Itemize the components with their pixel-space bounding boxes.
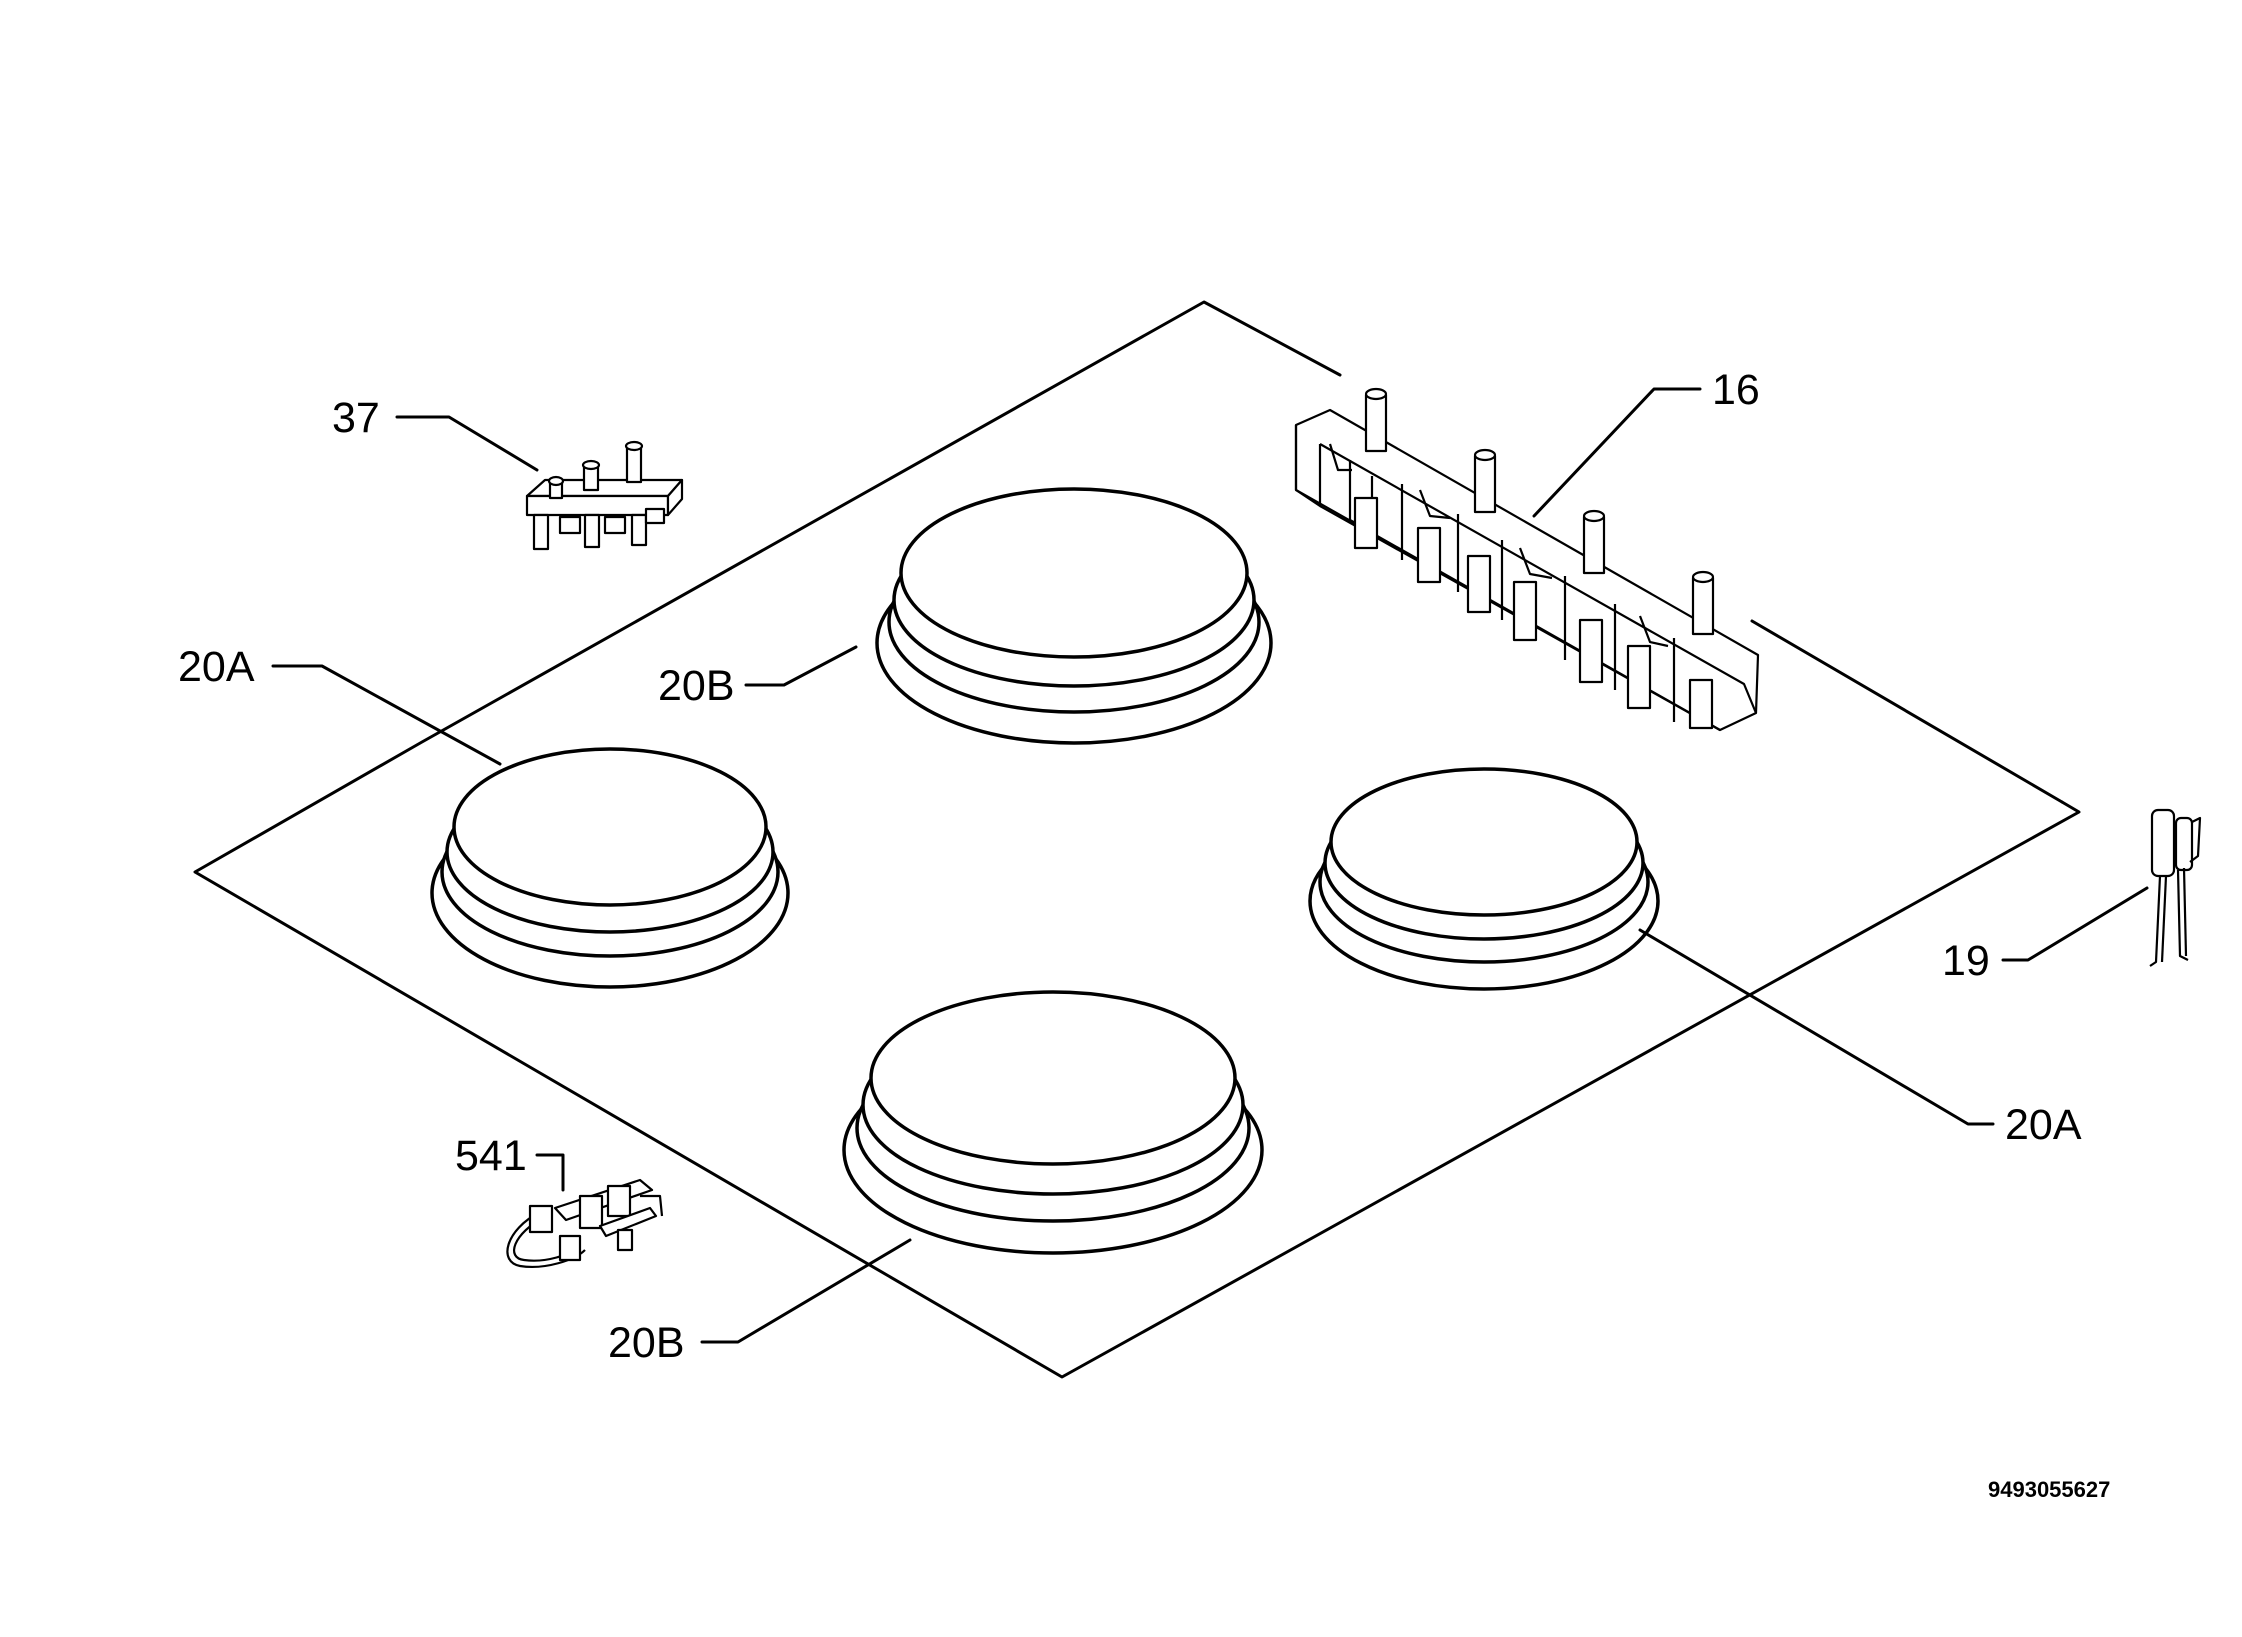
part-16-control-switch-unit	[1294, 387, 1760, 732]
label-37: 37	[332, 394, 380, 442]
hotplate-20a-right	[1308, 767, 1660, 991]
knob-shafts	[1364, 387, 1715, 636]
leader-20a-left	[271, 664, 502, 766]
leader-20a-right	[1638, 928, 1995, 1126]
leader-541	[535, 1153, 565, 1192]
leader-37	[395, 415, 539, 472]
part-541-wiring-assembly	[506, 1178, 664, 1268]
label-20b-bottom: 20B	[608, 1319, 685, 1367]
hotplate-20a-left	[430, 747, 790, 989]
hob-panel-outline	[193, 300, 2081, 1379]
leader-16	[1532, 387, 1702, 518]
leader-19	[2001, 886, 2149, 962]
label-16: 16	[1712, 366, 1760, 414]
switch-modules	[1328, 443, 1714, 730]
leader-20b-top	[744, 645, 858, 687]
hotplate-20b-bottom	[842, 990, 1264, 1255]
label-20a-left: 20A	[178, 643, 255, 691]
label-20b-top: 20B	[658, 662, 735, 710]
document-number: 9493055627	[1988, 1477, 2110, 1502]
leader-20b-bottom	[700, 1238, 912, 1344]
part-19-clip	[2149, 808, 2202, 967]
label-20a-right: 20A	[2005, 1101, 2082, 1149]
label-19: 19	[1942, 937, 1990, 985]
part-labels: 37 16 20A 20B 19 20A 541 20B	[178, 366, 2082, 1367]
label-541: 541	[455, 1132, 527, 1180]
hotplate-20b-top	[875, 487, 1273, 745]
leader-lines	[271, 387, 2149, 1344]
part-37-switch-block	[525, 440, 684, 551]
